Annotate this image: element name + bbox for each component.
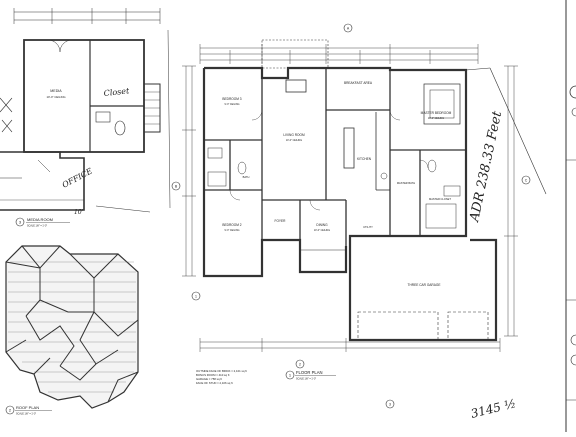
bedroom-3-label: BEDROOM 3 bbox=[222, 97, 241, 101]
grid-marker-a bbox=[343, 23, 353, 33]
grid-marker-b bbox=[171, 181, 181, 191]
floor-plan: A B C 1 2 3 bbox=[171, 23, 547, 409]
area-brick: OUTSIDE FACE OF BRICK = 2,101 sq ft bbox=[196, 369, 247, 373]
grid-marker-2-label: 2 bbox=[299, 363, 301, 367]
media-room-plan: MEDIA 10'-0" CEILING Closet OFFICE 10' 3… bbox=[0, 8, 171, 228]
closet-handwritten-note: Closet bbox=[103, 86, 130, 98]
grid-marker-1-label: 1 bbox=[195, 295, 197, 299]
floor-plan-title: FLOOR PLAN bbox=[296, 370, 323, 375]
area-stud: FACE OF STUD = 2,106 sq ft bbox=[196, 381, 233, 385]
dining-ceiling: 10'-0" CEILING bbox=[314, 229, 330, 232]
living-room-label: LIVING ROOM bbox=[283, 133, 305, 137]
floor-plan-number: 1 bbox=[289, 373, 292, 378]
office-handwritten-note: OFFICE bbox=[61, 166, 94, 189]
grid-marker-a-label: A bbox=[347, 27, 350, 31]
bedroom-2-ceiling: 9'-0" CEILING bbox=[225, 229, 240, 232]
living-room-ceiling: 10'-0" CEILING bbox=[286, 139, 302, 142]
roof-plan-title-marker bbox=[5, 405, 15, 415]
media-room-scale: SCALE 1/8" = 1'-0" bbox=[27, 225, 47, 228]
sheet-code-handwritten-note: 3145 ½ bbox=[469, 396, 517, 421]
media-room-number: 3 bbox=[19, 220, 22, 225]
roof-plan-scale: SCALE 1/8" = 1'-0" bbox=[16, 413, 36, 416]
foyer-label: FOYER bbox=[275, 219, 287, 223]
media-room-title: MEDIA ROOM bbox=[27, 217, 53, 222]
utility-label: UTILITY bbox=[363, 225, 373, 229]
area-garage: GARAGE = 758 sq ft bbox=[196, 377, 222, 381]
media-room-title-marker bbox=[15, 217, 25, 227]
grid-marker-1 bbox=[191, 291, 201, 301]
roof-plan-number: 2 bbox=[9, 408, 12, 413]
bedroom-2-label: BEDROOM 2 bbox=[222, 223, 241, 227]
master-bedroom-ceiling: 10'-0" CEILING bbox=[428, 117, 444, 120]
garage-label: THREE CAR GARAGE bbox=[408, 283, 441, 287]
bath-label: BATH bbox=[243, 175, 250, 179]
dimension-handwritten-note: 10' bbox=[74, 209, 84, 216]
floor-plan-title-marker bbox=[285, 370, 295, 380]
grid-marker-3 bbox=[385, 399, 395, 409]
bedroom-3-ceiling: 9'-0" CEILING bbox=[225, 103, 240, 106]
master-bath-label: MASTER BATH bbox=[397, 181, 415, 185]
kitchen-label: KITCHEN bbox=[357, 157, 372, 161]
area-bonus: BONUS ROOM = 410 sq ft bbox=[196, 373, 230, 377]
breakfast-label: BREAKFAST AREA bbox=[344, 81, 373, 85]
master-closet-label: MASTER CLOSET bbox=[429, 197, 451, 201]
master-bedroom-label: MASTER BEDROOM bbox=[421, 111, 452, 115]
dining-label: DINING bbox=[316, 223, 328, 227]
grid-marker-c-label: C bbox=[525, 179, 528, 183]
address-handwritten-note: ADR 238.33 Feet bbox=[467, 109, 505, 224]
grid-marker-3-label: 3 bbox=[389, 403, 391, 407]
media-room-ceiling: 10'-0" CEILING bbox=[46, 95, 65, 99]
grid-marker-2 bbox=[295, 359, 305, 369]
title-strip bbox=[565, 0, 576, 432]
roof-plan: 2 ROOF PLAN SCALE 1/8" = 1'-0" bbox=[5, 245, 139, 416]
media-room-label: MEDIA bbox=[50, 89, 62, 93]
grid-marker-c bbox=[521, 175, 531, 185]
floor-plan-scale: SCALE 1/8" = 1'-0" bbox=[296, 378, 316, 381]
grid-marker-b-label: B bbox=[175, 185, 178, 189]
roof-plan-title: ROOF PLAN bbox=[16, 405, 39, 410]
